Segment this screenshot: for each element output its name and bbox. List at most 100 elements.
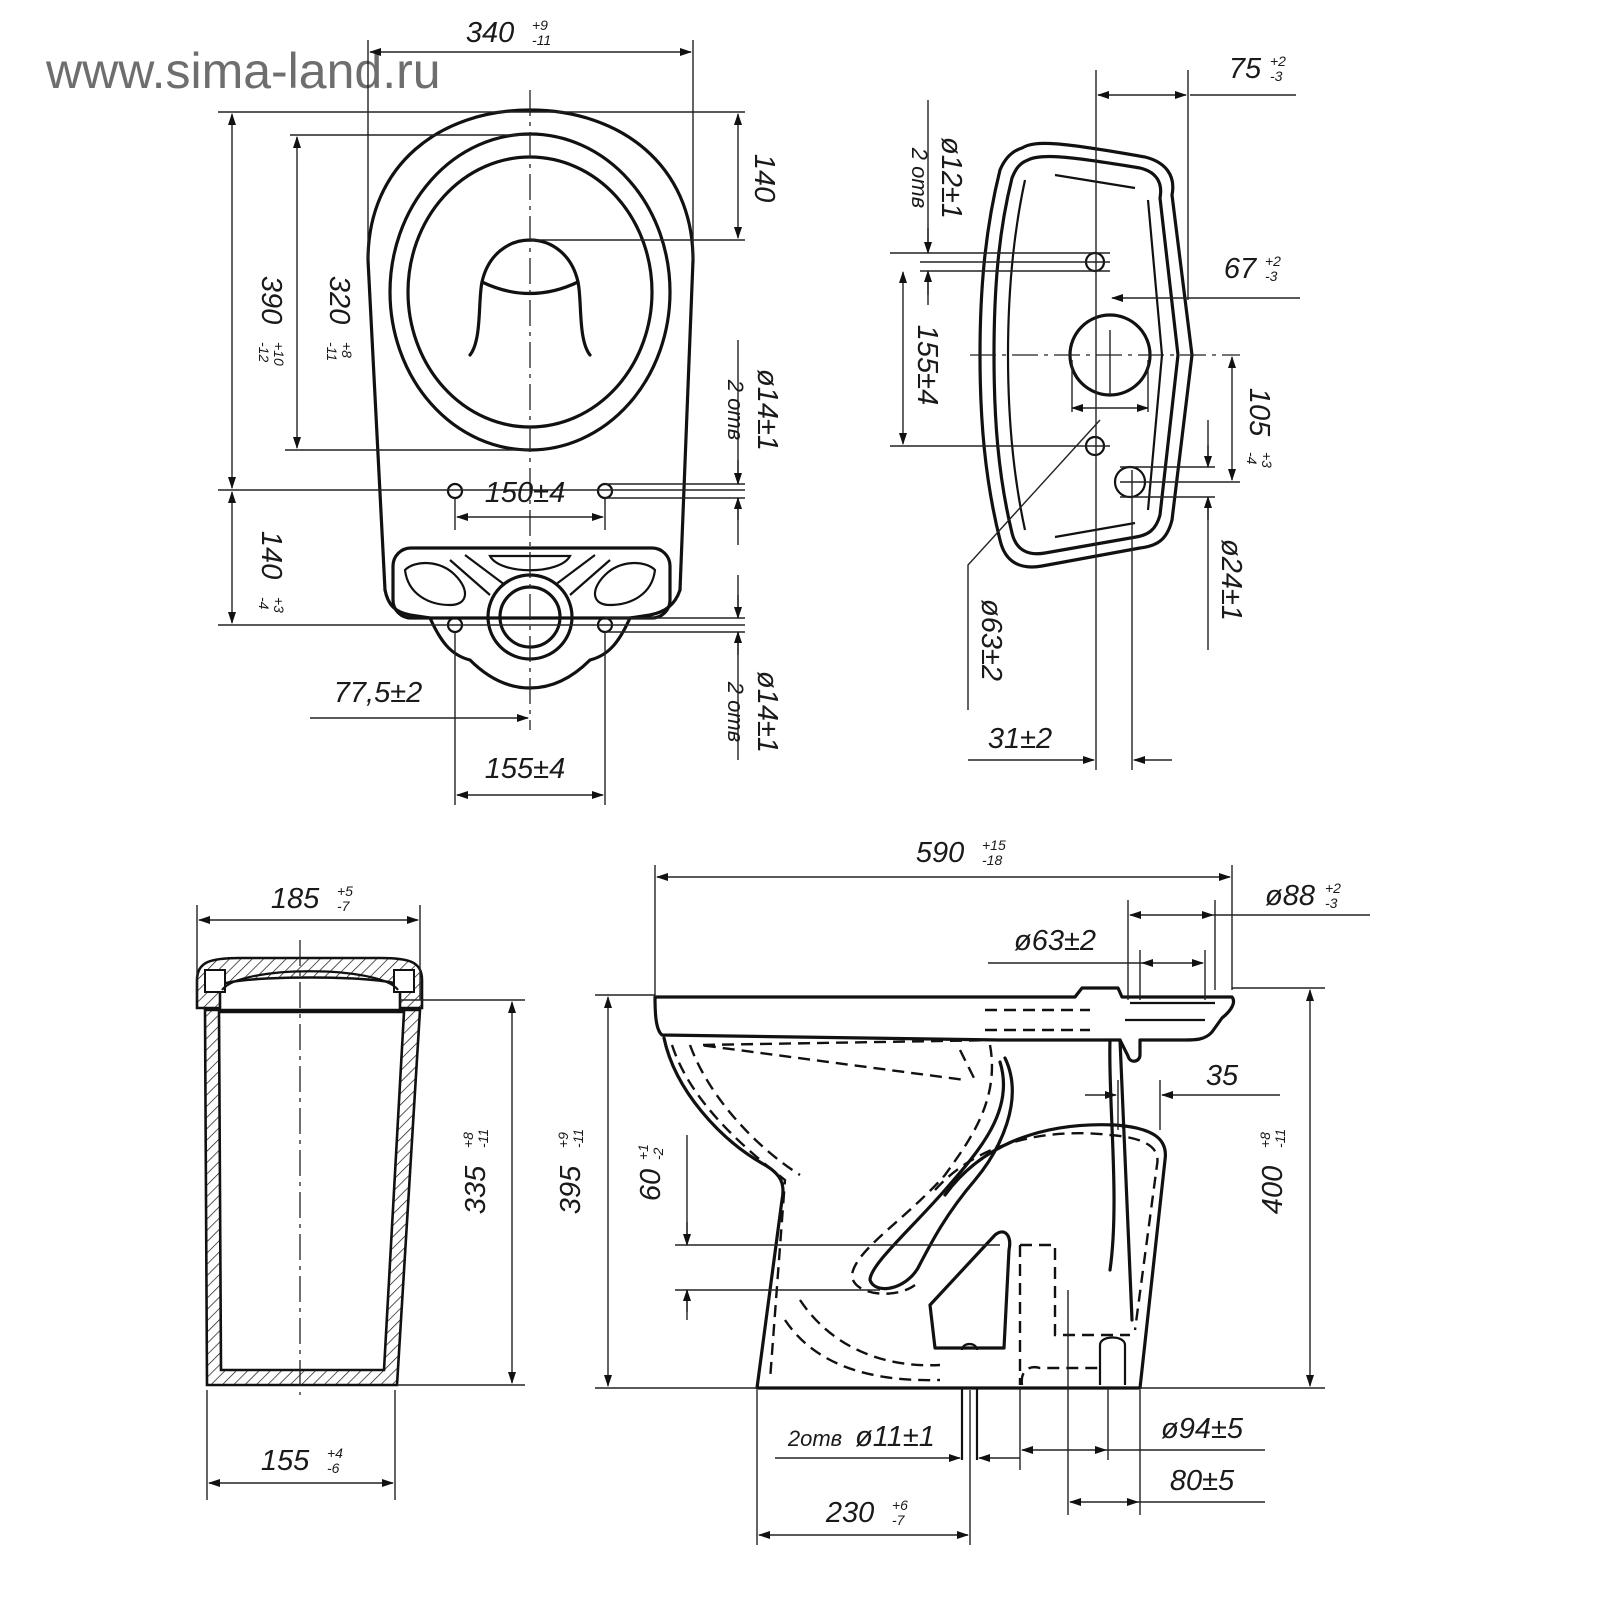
tolerance-minus: -18 [982,852,1002,868]
dim-label-seat-length: 320 +8-11 [323,276,355,361]
tolerance-plus: +1 [635,1144,651,1160]
dim-label-tank-hole-24: ø24±1 [1215,539,1247,621]
tolerance-minus: -4 [1244,452,1260,465]
tolerance-plus: +2 [1325,880,1341,896]
dim-label-tank-75: 75 +2-3 [1229,53,1286,85]
dim-value: 77,5±2 [334,677,423,709]
tolerance-plus: +2 [1265,253,1281,269]
dim-label-offset-77-5: 77,5±2 [334,677,423,709]
dim-label-holes-spacing-155: 155±4 [485,753,565,785]
tolerance-minus: -6 [327,1460,340,1476]
dim-label-top-length: 390 +10-12 [255,276,287,366]
dim-label-bowl-length-590: 590+15-18 [916,837,1006,869]
tolerance-minus: -7 [892,1512,906,1528]
dim-label-tank-155: 155±4 [911,325,943,405]
tolerance-minus: -7 [337,898,351,914]
tolerance-plus: +5 [337,883,353,899]
dim-value: 75 [1229,53,1262,85]
dim-label-inlet-88: ø88 +2-3 [1265,880,1341,912]
dim-label-dim-60: 60 +1-2 [635,1144,667,1201]
dim-value: 340 [466,17,514,49]
dim-value: 230 [825,1497,874,1529]
dim-label-top-140: 140 [748,154,780,202]
dim-label-tank-105: 105 +3-4 [1243,388,1275,468]
dim-value: ø12±1 [935,137,967,219]
dim-label-floor-hole-11: ø11±1 [855,1421,935,1453]
dim-value: ø24±1 [1215,539,1247,621]
dim-label-tank-hole-63: ø63±2 [975,599,1007,681]
dim-label-height-395: 395 +9-11 [555,1129,587,1214]
dim-value: ø14±1 [751,369,783,451]
dim-label-holes-140: 140 +3-4 [255,531,287,613]
dim-label-hole-dia-upper: ø14±1 [751,369,783,451]
hole-count-note: 2 отв [723,379,748,440]
dim-label-tank-hole-12: ø12±1 [935,137,967,219]
dim-value: 67 [1224,253,1258,285]
tolerance-plus: +10 [271,342,287,366]
dim-value: 60 [635,1169,667,1201]
dim-value: 150±4 [485,477,565,509]
tolerance-minus: -12 [256,342,272,362]
hole-count-note: 2 отв [907,147,932,208]
dim-value: 140 [748,154,780,202]
tolerance-minus: -3 [1265,268,1278,284]
hole-count-note: 2отв [787,1426,842,1451]
dim-label-tank-31: 31±2 [988,723,1052,755]
bowl-side-view [595,865,1370,1545]
dim-value: 335 [460,1165,492,1214]
tolerance-minus: -11 [475,1129,491,1148]
dim-value: 400 [1257,1166,1289,1214]
dimension-labels: 340+9-11390+10-12320+8-11140140+3-4150±4… [255,17,1341,1529]
dim-label-tank-base-155: 155 +4-6 [261,1445,343,1477]
tolerance-plus: +4 [327,1445,343,1461]
tolerance-plus: +3 [271,597,287,613]
tolerance-minus: -11 [570,1129,586,1148]
hole-count-note: 2 отв [723,681,748,742]
dim-value: 320 [323,276,355,324]
dim-value: ø14±1 [751,671,783,753]
dim-value: 105 [1243,388,1275,437]
dim-value: 185 [271,883,320,915]
dim-value: 395 [555,1165,587,1214]
tolerance-minus: -4 [256,597,272,610]
tolerance-plus: +2 [1270,53,1286,69]
dim-value: 80±5 [1170,1465,1235,1497]
dim-value: 155 [261,1445,310,1477]
tolerance-plus: +9 [532,17,548,33]
tolerance-minus: -3 [1270,68,1283,84]
dim-label-height-400: 400+8-11 [1257,1129,1289,1214]
tolerance-plus: +8 [339,342,355,358]
dim-value: ø94±5 [1161,1413,1244,1445]
dim-label-outlet-80: 80±5 [1170,1465,1235,1497]
tank-section-view [195,905,525,1500]
dim-value: ø63±2 [1014,925,1096,957]
dim-label-base-230: 230 +6-7 [825,1497,908,1529]
tolerance-plus: +9 [555,1132,571,1148]
dim-value: ø88 [1265,880,1315,912]
dim-label-tank-width-185: 185 +5-7 [271,883,353,915]
dim-value: 35 [1206,1060,1239,1092]
tolerance-plus: +6 [892,1497,908,1513]
tolerance-minus: -11 [532,32,551,48]
tolerance-minus: -2 [650,1147,666,1160]
dim-value: ø63±2 [975,599,1007,681]
bowl-top-view [218,40,745,805]
tolerance-minus: -11 [324,342,340,361]
dim-label-dim-35: 35 [1206,1060,1239,1092]
tolerance-plus: +3 [1259,452,1275,468]
dim-value: 390 [255,276,287,324]
dim-value: 31±2 [988,723,1052,755]
tolerance-minus: -11 [1272,1129,1288,1148]
dim-label-holes-spacing-150: 150±4 [485,477,565,509]
tolerance-plus: +8 [460,1132,476,1148]
dim-label-tank-67: 67 +2-3 [1224,253,1281,285]
dim-value: 140 [255,531,287,579]
dim-label-outlet-94: ø94±5 [1161,1413,1244,1445]
dim-label-inlet-63: ø63±2 [1014,925,1096,957]
dim-value: 155±4 [911,325,943,405]
tolerance-minus: -3 [1325,895,1338,911]
dim-label-top-width: 340 +9-11 [466,17,551,49]
dim-label-tank-height-335: 335 +8-11 [460,1129,492,1214]
